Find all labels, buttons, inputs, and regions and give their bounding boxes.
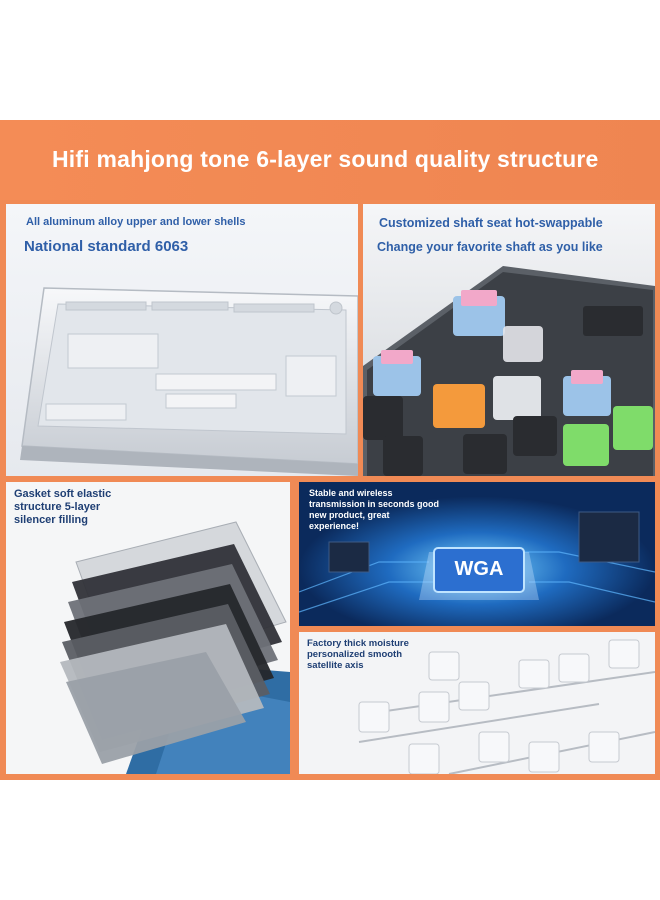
stabilizer-illustration bbox=[358, 639, 655, 774]
panel-stabilizer: Factory thick moisture personalized smoo… bbox=[299, 632, 655, 774]
headline: Hifi mahjong tone 6-layer sound quality … bbox=[52, 146, 599, 172]
gasket-caption-line1: Gasket soft elastic bbox=[14, 488, 112, 500]
shell-caption-line2: National standard 6063 bbox=[24, 238, 189, 255]
banner-header-strip bbox=[0, 120, 660, 200]
wireless-caption-line4: experience! bbox=[309, 521, 360, 531]
circuit-board-illustration bbox=[299, 482, 655, 626]
panel-hot-swap: Customized shaft seat hot-swappable Chan… bbox=[363, 204, 655, 476]
chip-label: WGA bbox=[454, 558, 504, 580]
gasket-caption-line3: silencer filling bbox=[14, 514, 88, 526]
hotswap-caption-line2: Change your favorite shaft as you like bbox=[377, 240, 603, 254]
wireless-caption-line1: Stable and wireless bbox=[309, 488, 393, 498]
stabilizer-caption-line3: satellite axis bbox=[307, 660, 364, 671]
hotswap-caption-line1: Customized shaft seat hot-swappable bbox=[379, 216, 603, 230]
aluminum-shell-illustration bbox=[20, 287, 358, 476]
switches-illustration bbox=[363, 266, 655, 476]
stabilizer-caption-line2: personalized smooth bbox=[307, 649, 403, 660]
panel-wireless: Stable and wireless transmission in seco… bbox=[299, 482, 655, 626]
panel-aluminum-shell: All aluminum alloy upper and lower shell… bbox=[6, 204, 358, 476]
stabilizer-caption-line1: Factory thick moisture bbox=[307, 638, 409, 649]
panel-gasket: Gasket soft elastic structure 5-layer si… bbox=[6, 482, 290, 774]
wireless-caption-line2: transmission in seconds good bbox=[309, 499, 440, 509]
gasket-layers-illustration bbox=[60, 521, 290, 774]
wireless-caption-line3: new product, great bbox=[309, 510, 390, 520]
gasket-caption-line2: structure 5-layer bbox=[14, 501, 101, 513]
shell-caption-line1: All aluminum alloy upper and lower shell… bbox=[26, 216, 246, 228]
